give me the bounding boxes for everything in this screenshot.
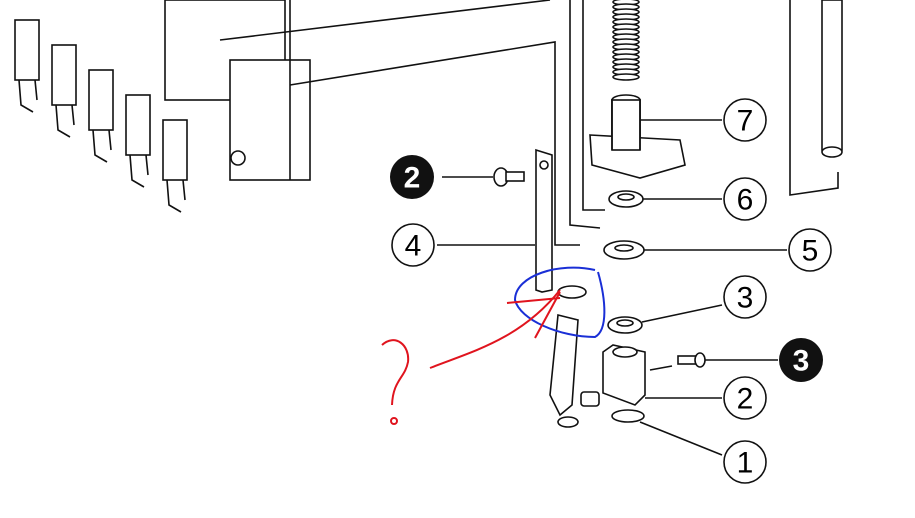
svg-text:3: 3 [737, 282, 754, 315]
svg-text:7: 7 [737, 105, 754, 138]
needle-head [14, 19, 40, 81]
needle-head [51, 44, 77, 106]
screw-callout-3: 3 [779, 338, 823, 382]
presser-foot [166, 179, 186, 213]
callout-1: 1 [723, 440, 767, 484]
spring-coil [612, 73, 640, 81]
foot-holder [602, 344, 646, 423]
rod [821, 0, 843, 158]
svg-text:1: 1 [737, 447, 754, 480]
needle-bar-assembly [14, 0, 311, 213]
callout-5: 5 [788, 228, 832, 272]
callout-6: 6 [723, 177, 767, 221]
red-arrow-annotation [429, 289, 561, 369]
spring [612, 0, 640, 81]
svg-text:?: ? [0, 0, 1, 1]
svg-text:6: 6 [737, 184, 754, 217]
bracket-top [589, 94, 686, 179]
blue-circle-annotation [513, 266, 606, 339]
svg-text:2: 2 [404, 162, 421, 195]
question-mark-annotation: ? [0, 0, 410, 425]
presser-foot [92, 129, 112, 163]
svg-text:3: 3 [793, 345, 810, 378]
washer-large [603, 240, 645, 260]
svg-text:2: 2 [737, 383, 754, 416]
washer-small [608, 190, 644, 208]
callout-7: 7 [723, 98, 767, 142]
needle-head [162, 119, 188, 181]
svg-text:4: 4 [405, 230, 422, 263]
presser-foot [129, 154, 149, 188]
set-screw [580, 391, 600, 407]
callout-3: 3 [723, 275, 767, 319]
needle-head [125, 94, 151, 156]
presser-foot [55, 104, 75, 138]
presser-arm [535, 148, 587, 428]
screw-upper [493, 167, 525, 187]
screw-callout-2: 2 [390, 155, 434, 199]
screw-lower [677, 352, 706, 368]
svg-text:5: 5 [802, 235, 819, 268]
callout-2: 2 [723, 376, 767, 420]
washer-lower [607, 316, 643, 334]
presser-foot [18, 79, 38, 113]
leader-lines [437, 119, 787, 456]
callout-4: 4 [391, 223, 435, 267]
needle-head [88, 69, 114, 131]
frame-lines [219, 0, 839, 246]
